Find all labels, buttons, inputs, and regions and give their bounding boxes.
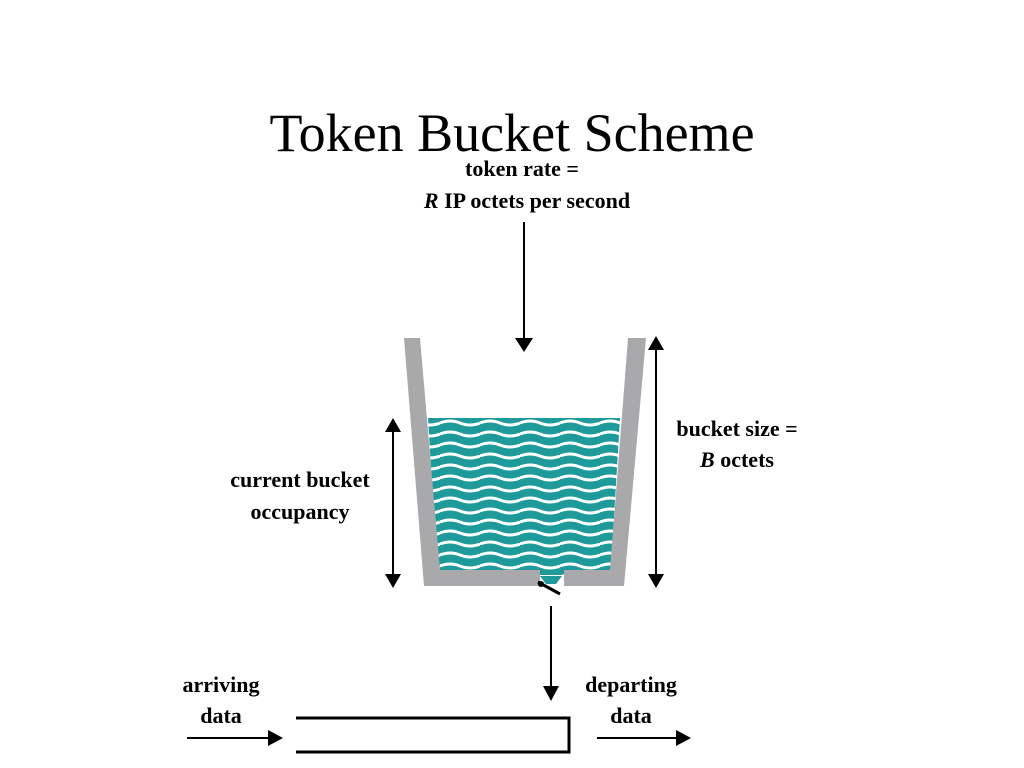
departing-data-arrow — [597, 730, 691, 746]
bucket-left-wall — [404, 338, 440, 586]
departing-label-line1: departing — [585, 672, 677, 697]
bucket-walls — [404, 338, 646, 586]
water-leak-stream — [540, 576, 562, 584]
token-rate-variable: R — [423, 188, 439, 213]
bucket-water — [428, 418, 620, 584]
arriving-data-arrow — [187, 730, 283, 746]
data-queue — [296, 716, 571, 754]
slide-title: Token Bucket Scheme — [269, 103, 755, 163]
bucket-size-label-line1: bucket size = — [676, 416, 797, 441]
bucket-size-variable: B — [699, 447, 715, 472]
bucket-size-arrow — [648, 336, 664, 588]
token-rate-label-line1: token rate = — [465, 156, 579, 181]
token-outflow-arrow — [543, 606, 559, 701]
token-inflow-arrow — [515, 222, 533, 352]
bucket-bottom-right — [564, 570, 624, 586]
drain-nozzle-icon — [537, 580, 561, 596]
bucket-size-label-line2: B octets — [699, 447, 774, 472]
occupancy-arrow — [385, 418, 401, 588]
bucket-bottom-left — [424, 570, 540, 586]
departing-label-line2: data — [610, 703, 652, 728]
arriving-label-line1: arriving — [183, 672, 260, 697]
occupancy-label-line1: current bucket — [230, 467, 370, 492]
bucket-right-wall — [610, 338, 646, 586]
arriving-label-line2: data — [200, 703, 242, 728]
occupancy-label-line2: occupancy — [251, 499, 350, 524]
token-rate-label-line2: R IP octets per second — [423, 188, 630, 213]
bucket-size-unit: octets — [715, 447, 775, 472]
token-rate-unit: IP octets per second — [439, 188, 630, 213]
